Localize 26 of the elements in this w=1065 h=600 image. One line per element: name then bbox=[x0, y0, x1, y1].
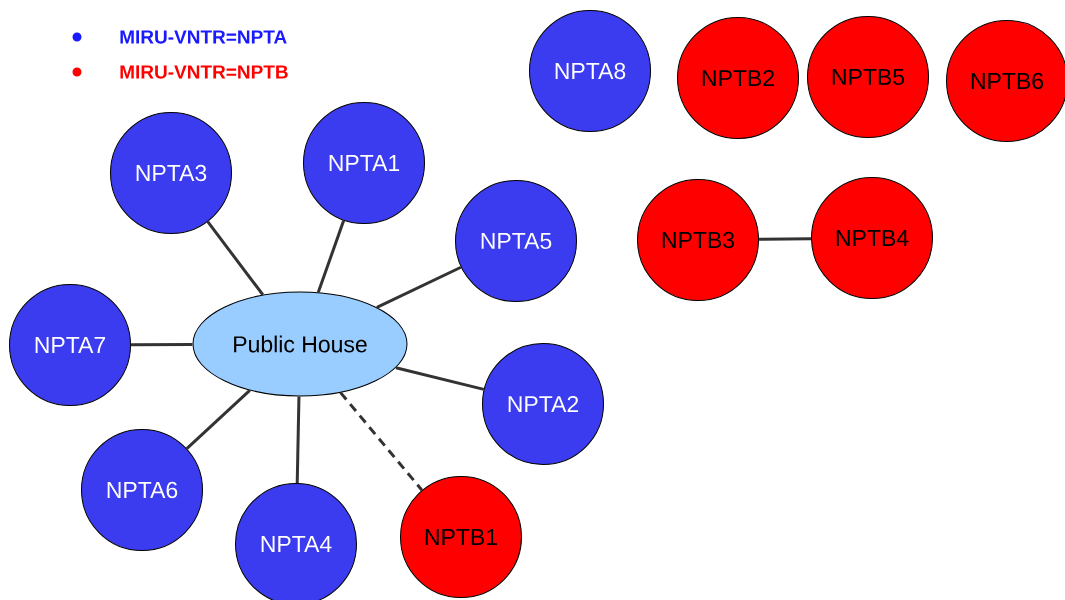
connector-line bbox=[376, 265, 462, 309]
circle-node: NPTA3 bbox=[110, 112, 232, 234]
ellipse-node: Public House bbox=[192, 291, 408, 397]
circle-node: NPTA4 bbox=[235, 483, 357, 600]
circle-node: NPTB5 bbox=[807, 16, 929, 138]
circle-node: NPTA1 bbox=[303, 102, 425, 224]
circle-node: NPTB3 bbox=[637, 179, 759, 301]
circle-node: NPTA5 bbox=[455, 180, 577, 302]
connector-line bbox=[206, 220, 265, 296]
circle-node: NPTA8 bbox=[529, 10, 651, 132]
connector-line bbox=[759, 237, 812, 241]
circle-node: NPTA6 bbox=[81, 429, 203, 551]
circle-node: NPTB6 bbox=[946, 20, 1065, 142]
connector-line bbox=[295, 396, 301, 484]
legend-label: MIRU-VNTR=NPTB bbox=[120, 65, 288, 79]
circle-node: NPTB1 bbox=[400, 476, 522, 598]
connector-line bbox=[339, 391, 424, 492]
legend-label: MIRU-VNTR=NPTA bbox=[120, 30, 287, 44]
circle-node: NPTB4 bbox=[811, 177, 933, 299]
circle-node: NPTB2 bbox=[677, 17, 799, 139]
circle-node: NPTA2 bbox=[482, 343, 604, 465]
connector-line bbox=[316, 220, 346, 293]
connector-line bbox=[131, 342, 193, 347]
connector-line bbox=[185, 389, 251, 450]
circle-node: NPTA7 bbox=[9, 284, 131, 406]
connector-line bbox=[395, 366, 485, 391]
